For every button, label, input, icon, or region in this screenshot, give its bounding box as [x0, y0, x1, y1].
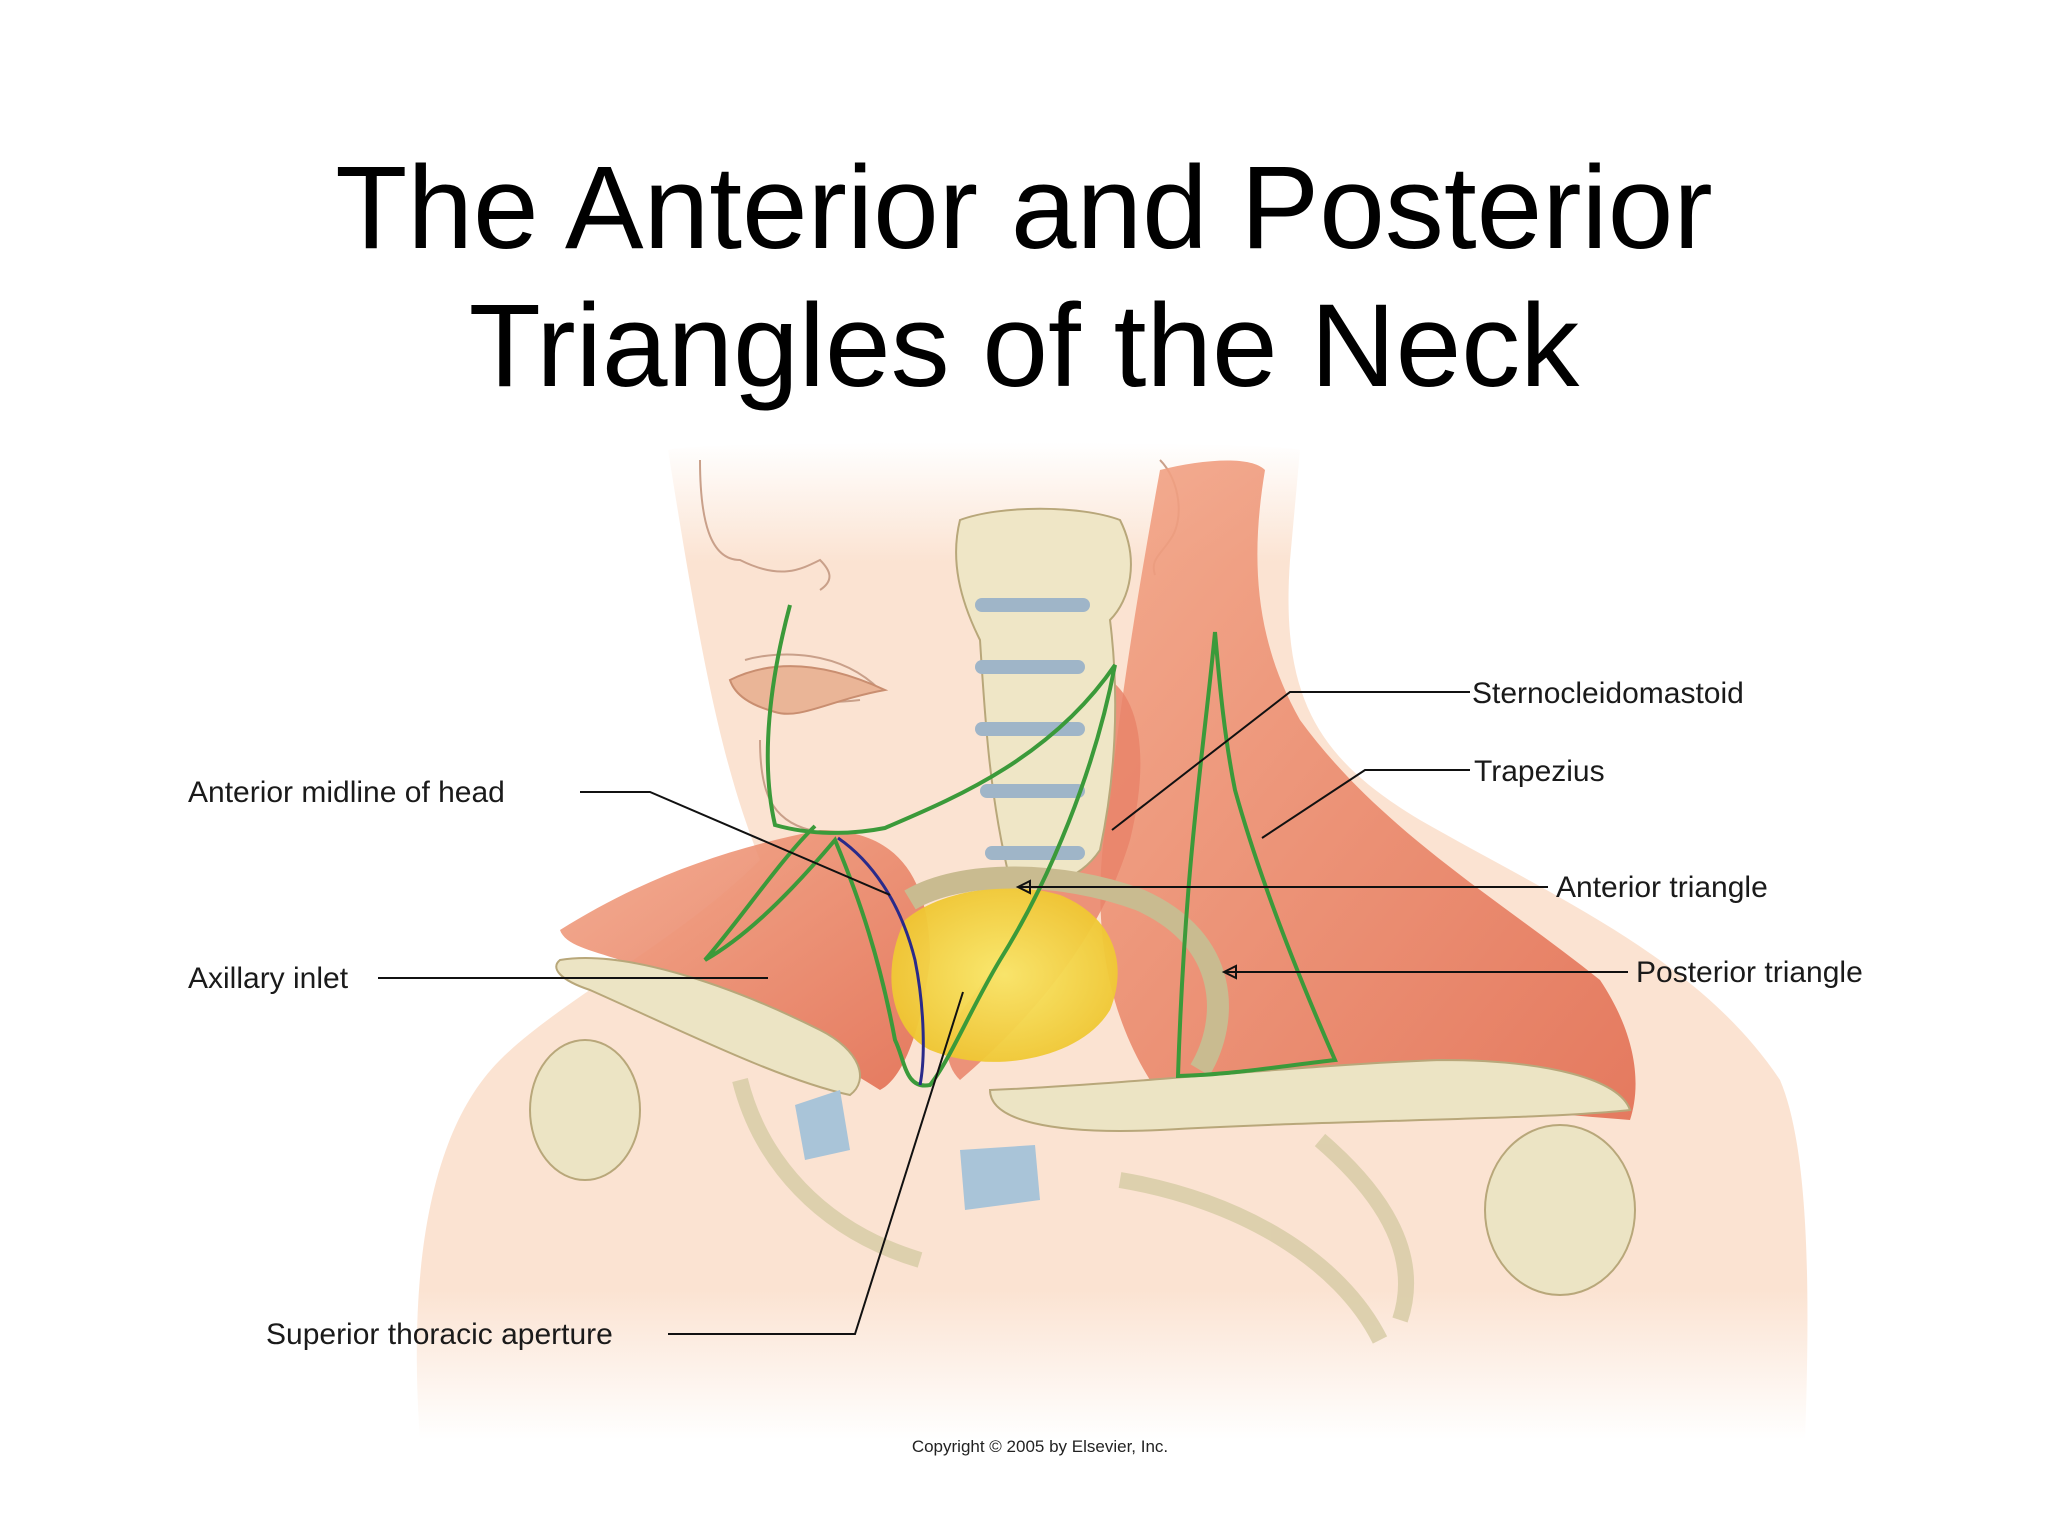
label-trapezius: Trapezius: [1474, 755, 1605, 788]
trapezius-muscle: [1100, 460, 1636, 1120]
anterior-triangle-outline: [703, 604, 1117, 1088]
title-line-2: Triangles of the Neck: [468, 280, 1580, 413]
copyright-notice: Copyright © 2005 by Elsevier, Inc.: [912, 1437, 1168, 1456]
left-humeral-head: [529, 1039, 641, 1181]
first-rib-ring: [904, 866, 1229, 1076]
right-humeral-head: [1484, 1124, 1636, 1296]
label-anterior-midline: Anterior midline of head: [188, 776, 505, 809]
lip-shape: [728, 665, 889, 715]
cervical-spine: [955, 507, 1132, 887]
costal-cartilage-left: [795, 1090, 850, 1160]
superior-thoracic-aperture: [891, 888, 1118, 1062]
posterior-triangle-outline: [1175, 631, 1338, 1079]
label-superior-thoracic-aperture: Superior thoracic aperture: [266, 1318, 613, 1351]
anterior-midline-line: [837, 836, 925, 1086]
costal-cartilage-right: [960, 1145, 1040, 1210]
label-anterior-triangle: Anterior triangle: [1556, 871, 1768, 904]
label-posterior-triangle: Posterior triangle: [1636, 956, 1863, 989]
face-outline: [699, 459, 881, 831]
label-axillary-inlet: Axillary inlet: [188, 962, 349, 995]
rib-cage: [732, 1078, 1415, 1344]
label-sternocleidomastoid: Sternocleidomastoid: [1472, 677, 1744, 710]
left-shoulder-muscle: [560, 830, 930, 1090]
leader-lines: [378, 691, 1628, 1335]
title-line-1: The Anterior and Posterior: [335, 142, 1713, 275]
left-clavicle: [555, 957, 861, 1097]
slide-title: The Anterior and Posterior Triangles of …: [0, 139, 2048, 415]
